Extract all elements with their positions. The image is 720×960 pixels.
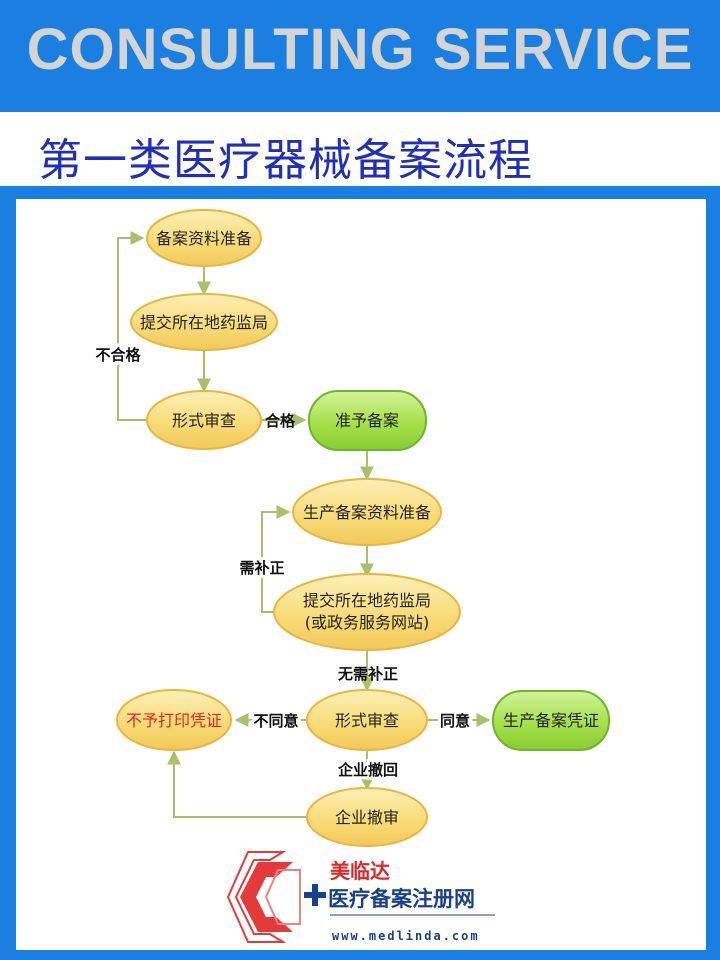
node-production-docs: 生产备案资料准备	[292, 478, 442, 546]
node-withdraw-review-label: 企业撤审	[335, 808, 399, 827]
label-disagree: 不同意	[253, 712, 298, 730]
node-no-certificate: 不予打印凭证	[116, 689, 232, 751]
node-approved-label: 准予备案	[335, 411, 399, 430]
node-production-certificate-label: 生产备案凭证	[503, 711, 599, 730]
label-withdraw: 企业撤回	[337, 761, 398, 779]
edge-needfix-loop	[261, 505, 291, 613]
node-submit-fda: 提交所在地药监局	[130, 293, 278, 351]
node-production-certificate: 生产备案凭证	[492, 690, 610, 751]
node-submit-fda-2: 提交所在地药监局 (或政务服务网站)	[273, 573, 461, 651]
edge-fail-loop	[117, 231, 148, 421]
node-formal-review-2: 形式审查	[306, 689, 428, 751]
node-submit-fda-2-line1: 提交所在地药监局	[303, 591, 431, 610]
node-approved: 准予备案	[308, 390, 427, 451]
logo-brand: 美临达	[330, 859, 390, 883]
node-formal-review-1: 形式审查	[146, 390, 262, 450]
page-subtitle: 第一类医疗器械备案流程	[38, 135, 533, 186]
label-pass: 合格	[264, 412, 296, 430]
header-title: CONSULTING SERVICE	[26, 17, 694, 82]
brand-logo: 美临达 医疗备案注册网 www.medlinda.com	[226, 851, 495, 943]
node-submit-fda-label: 提交所在地药监局	[140, 313, 268, 332]
node-formal-review-1-label: 形式审查	[172, 411, 236, 430]
logo-mark-icon	[226, 851, 301, 943]
label-agree: 同意	[440, 712, 470, 730]
node-no-certificate-label: 不予打印凭证	[126, 711, 222, 730]
header-banner: CONSULTING SERVICE	[0, 0, 720, 112]
node-prepare-docs-label: 备案资料准备	[156, 229, 252, 248]
label-no-fix: 无需补正	[337, 665, 398, 683]
edge-n10-n9	[167, 750, 306, 818]
label-fail: 不合格	[95, 346, 141, 364]
node-formal-review-2-label: 形式审查	[335, 711, 399, 730]
logo-name: 医疗备案注册网	[328, 886, 475, 911]
logo-cross-icon	[304, 884, 326, 906]
label-need-fix: 需补正	[239, 559, 284, 577]
node-withdraw-review: 企业撤审	[306, 787, 428, 847]
node-production-docs-label: 生产备案资料准备	[303, 503, 431, 522]
logo-url: www.medlinda.com	[332, 929, 480, 943]
node-prepare-docs: 备案资料准备	[146, 209, 262, 267]
node-submit-fda-2-line2: (或政务服务网站)	[305, 613, 430, 632]
